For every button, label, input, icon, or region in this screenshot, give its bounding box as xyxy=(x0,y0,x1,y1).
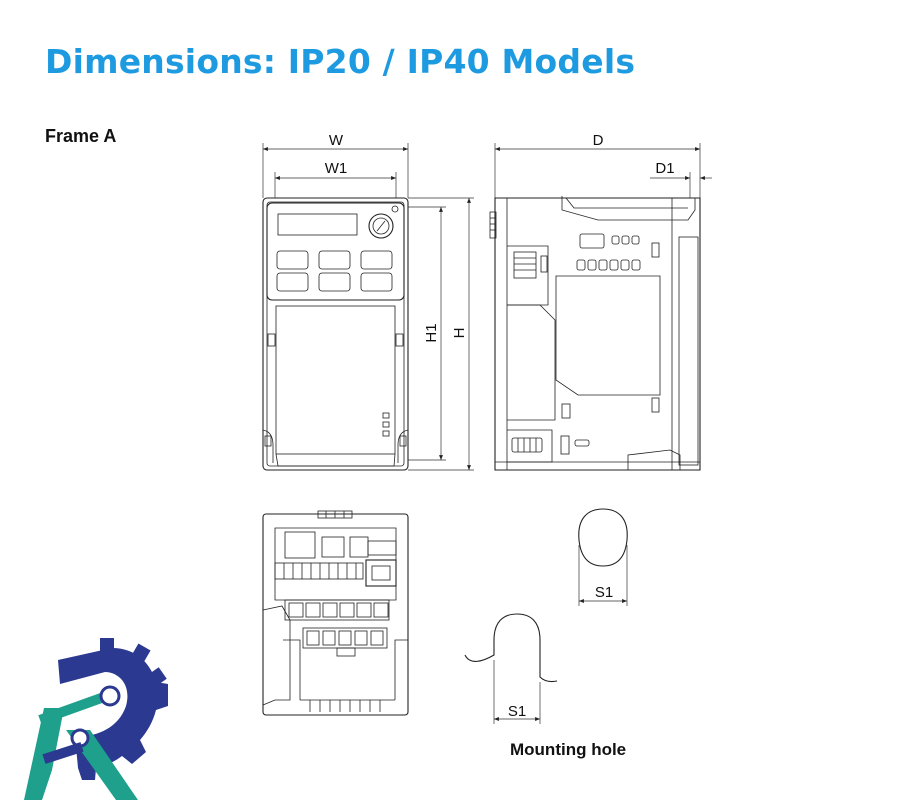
mounting-hole-label: Mounting hole xyxy=(510,740,627,759)
dim-w-label: W xyxy=(329,132,344,149)
frame-label: Frame A xyxy=(45,126,117,146)
dim-d1-label: D1 xyxy=(655,160,674,177)
side-view: D D1 xyxy=(489,132,712,471)
page-title: Dimensions: IP20 / IP40 Models xyxy=(45,42,636,81)
terminal-strip xyxy=(283,563,357,579)
dim-w1-label: W1 xyxy=(325,160,348,177)
front-view: W W1 H1 xyxy=(262,132,474,471)
gear-r-logo-icon xyxy=(24,638,168,800)
mounting-hole-upper: S1 xyxy=(578,508,628,606)
dim-s1-lower-label: S1 xyxy=(508,703,526,720)
bottom-view xyxy=(262,510,409,716)
dim-h1-label: H1 xyxy=(423,323,440,342)
mounting-hole-lower: S1 xyxy=(464,613,558,724)
dim-h-label: H xyxy=(451,328,468,339)
dim-s1-upper-label: S1 xyxy=(595,584,613,601)
dim-d-label: D xyxy=(593,132,604,149)
